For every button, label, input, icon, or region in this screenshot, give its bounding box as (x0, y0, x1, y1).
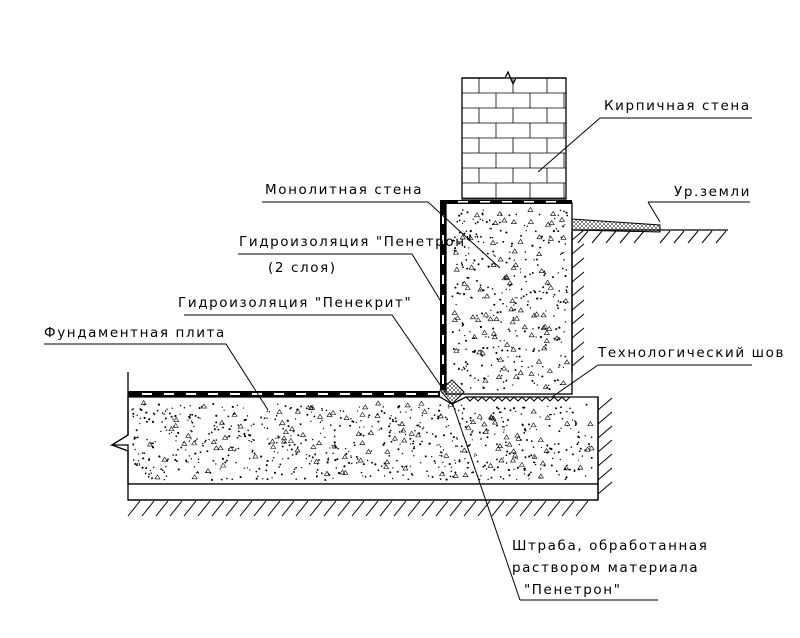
label-groove-line3: "Пенетрон" (524, 582, 622, 598)
construction-joint-line (465, 396, 571, 402)
label-penekrit-waterproofing: Гидроизоляция "Пенекрит" (178, 295, 412, 311)
leader-lines (44, 117, 752, 601)
label-construction-joint: Технологический шов (597, 345, 785, 361)
label-penetron-waterproofing: Гидроизоляция "Пенетрон" (239, 234, 473, 250)
break-mark (462, 70, 566, 86)
concrete-texture (131, 206, 595, 499)
blind-area (571, 218, 728, 244)
foundation-slab (109, 372, 599, 485)
base-layer (127, 483, 599, 501)
label-foundation-slab: Фундаментная плита (44, 325, 226, 341)
monolithic-wall (445, 202, 573, 395)
ground-hatching (127, 229, 613, 517)
penetron-waterproofing (128, 200, 572, 397)
penekrit-groove (439, 379, 465, 405)
label-ground-level: Ур.земли (674, 184, 751, 200)
label-groove-line1: Штраба, обработанная (512, 538, 709, 554)
label-brick-wall: Кирпичная стена (604, 98, 751, 114)
label-groove-line2: раствором материала (512, 560, 699, 576)
label-penetron-layers: (2 слоя) (268, 260, 337, 276)
brick-wall (461, 70, 567, 200)
label-monolithic-wall: Монолитная стена (265, 182, 423, 198)
